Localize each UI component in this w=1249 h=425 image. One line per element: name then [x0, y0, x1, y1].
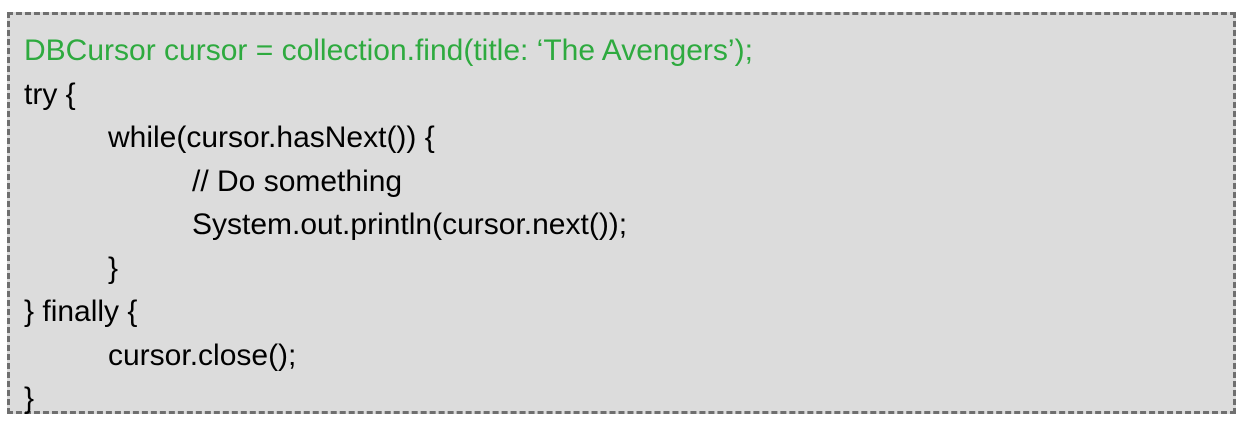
code-line-try: try {	[24, 77, 76, 111]
code-line-finally: } finally {	[24, 295, 138, 328]
code-line-println: System.out.println(cursor.next());	[192, 208, 628, 241]
code-line-end: }	[24, 382, 35, 415]
code-line-while-close: }	[108, 251, 119, 285]
code-line-cursor-close: cursor.close();	[108, 338, 297, 372]
code-line-comment: // Do something	[192, 164, 403, 198]
code-snippet-box: DBCursor cursor = collection.find(title:…	[7, 12, 1236, 415]
code-line-while: while(cursor.hasNext()) {	[108, 121, 435, 154]
code-line-find: DBCursor cursor = collection.find(title:…	[24, 34, 753, 67]
